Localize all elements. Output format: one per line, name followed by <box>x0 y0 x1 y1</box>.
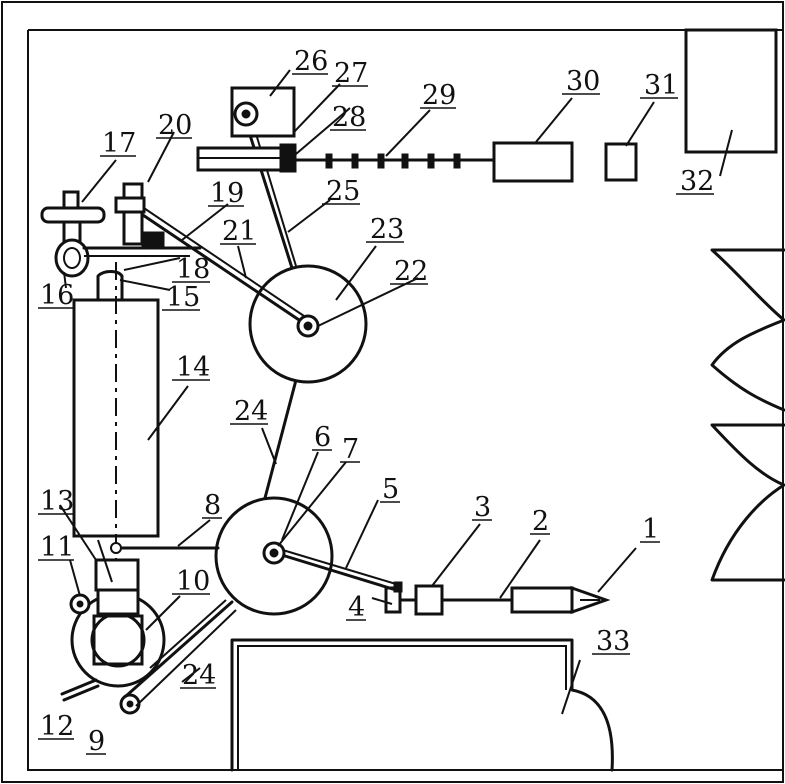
link-5 <box>270 550 398 592</box>
arm-19-inner <box>131 199 305 317</box>
label-32: 32 <box>680 166 714 197</box>
neck-13-diag <box>97 539 113 583</box>
label-18: 18 <box>176 254 210 285</box>
part-17-top <box>62 190 80 210</box>
box-32 <box>684 28 778 154</box>
label-12: 12 <box>40 711 74 742</box>
box-33-inner <box>237 645 567 770</box>
part-26-pulley-inner <box>241 109 251 119</box>
block-31 <box>604 142 638 182</box>
pin-7-inner <box>269 548 279 558</box>
label-6: 6 <box>314 422 331 453</box>
rod-29-threads <box>325 153 461 169</box>
label-underlines <box>38 73 714 755</box>
link-5-inner <box>275 547 397 585</box>
label-27: 27 <box>334 58 368 89</box>
pin-22-inner <box>303 321 313 331</box>
pin-9-inner <box>126 700 134 708</box>
part-17-bar <box>40 206 106 224</box>
label-1: 1 <box>642 514 659 545</box>
label-10: 10 <box>176 566 210 597</box>
label-4: 4 <box>348 592 365 623</box>
part-labels: 1 2 3 4 5 6 7 8 9 10 11 12 13 14 15 16 1… <box>40 46 714 757</box>
label-24: 24 <box>234 396 268 427</box>
neck-13 <box>94 558 140 592</box>
label-28: 28 <box>332 102 366 133</box>
label-5: 5 <box>382 474 399 505</box>
label-25: 25 <box>326 176 360 207</box>
label-23: 23 <box>370 214 404 245</box>
label-21: 21 <box>222 216 256 247</box>
block-30 <box>492 141 574 183</box>
label-29: 29 <box>422 80 456 111</box>
drum-10-inner <box>90 612 146 668</box>
label-26: 26 <box>294 46 328 77</box>
inner-frame <box>27 29 784 771</box>
link-25-inner <box>249 113 297 267</box>
label-31: 31 <box>644 70 678 101</box>
cap-15 <box>96 270 124 302</box>
right-chamber-shapes <box>710 248 785 582</box>
belt-24-upper <box>263 378 298 500</box>
label-15: 15 <box>166 282 200 313</box>
belt-24-lower-b <box>135 609 237 707</box>
label-24-lower: 24 <box>182 660 216 691</box>
label-13: 13 <box>40 486 74 517</box>
label-11: 11 <box>40 532 74 563</box>
drum-10-top <box>96 588 140 616</box>
drum-10-square <box>92 614 144 666</box>
label-22: 22 <box>394 256 428 287</box>
leader-lines <box>59 69 733 715</box>
roller-11-inner <box>76 600 84 608</box>
label-17: 17 <box>102 128 136 159</box>
arm-19 <box>126 203 310 328</box>
box-33 <box>230 638 614 772</box>
roller-16-inner <box>63 247 81 269</box>
label-3: 3 <box>474 492 491 523</box>
part-3-block <box>414 584 444 616</box>
part-20-foot <box>141 231 165 247</box>
label-14: 14 <box>176 352 210 383</box>
label-30: 30 <box>566 66 600 97</box>
label-9: 9 <box>88 726 105 757</box>
part-1-cone <box>510 586 574 614</box>
part-4-top <box>393 581 403 593</box>
label-2: 2 <box>532 506 549 537</box>
label-16: 16 <box>40 280 74 311</box>
label-33: 33 <box>596 626 630 657</box>
blade-12 <box>60 678 100 702</box>
rod-8-pin <box>110 542 122 554</box>
label-7: 7 <box>342 434 359 465</box>
part-27-clamp <box>279 143 297 173</box>
belt-24-lower-a <box>124 600 234 698</box>
part-20-head <box>114 196 146 214</box>
link-25 <box>242 114 294 270</box>
label-20: 20 <box>158 110 192 141</box>
label-19: 19 <box>210 178 244 209</box>
part-20-column <box>122 182 144 246</box>
label-8: 8 <box>204 490 221 521</box>
belt-drum-link <box>149 599 227 669</box>
